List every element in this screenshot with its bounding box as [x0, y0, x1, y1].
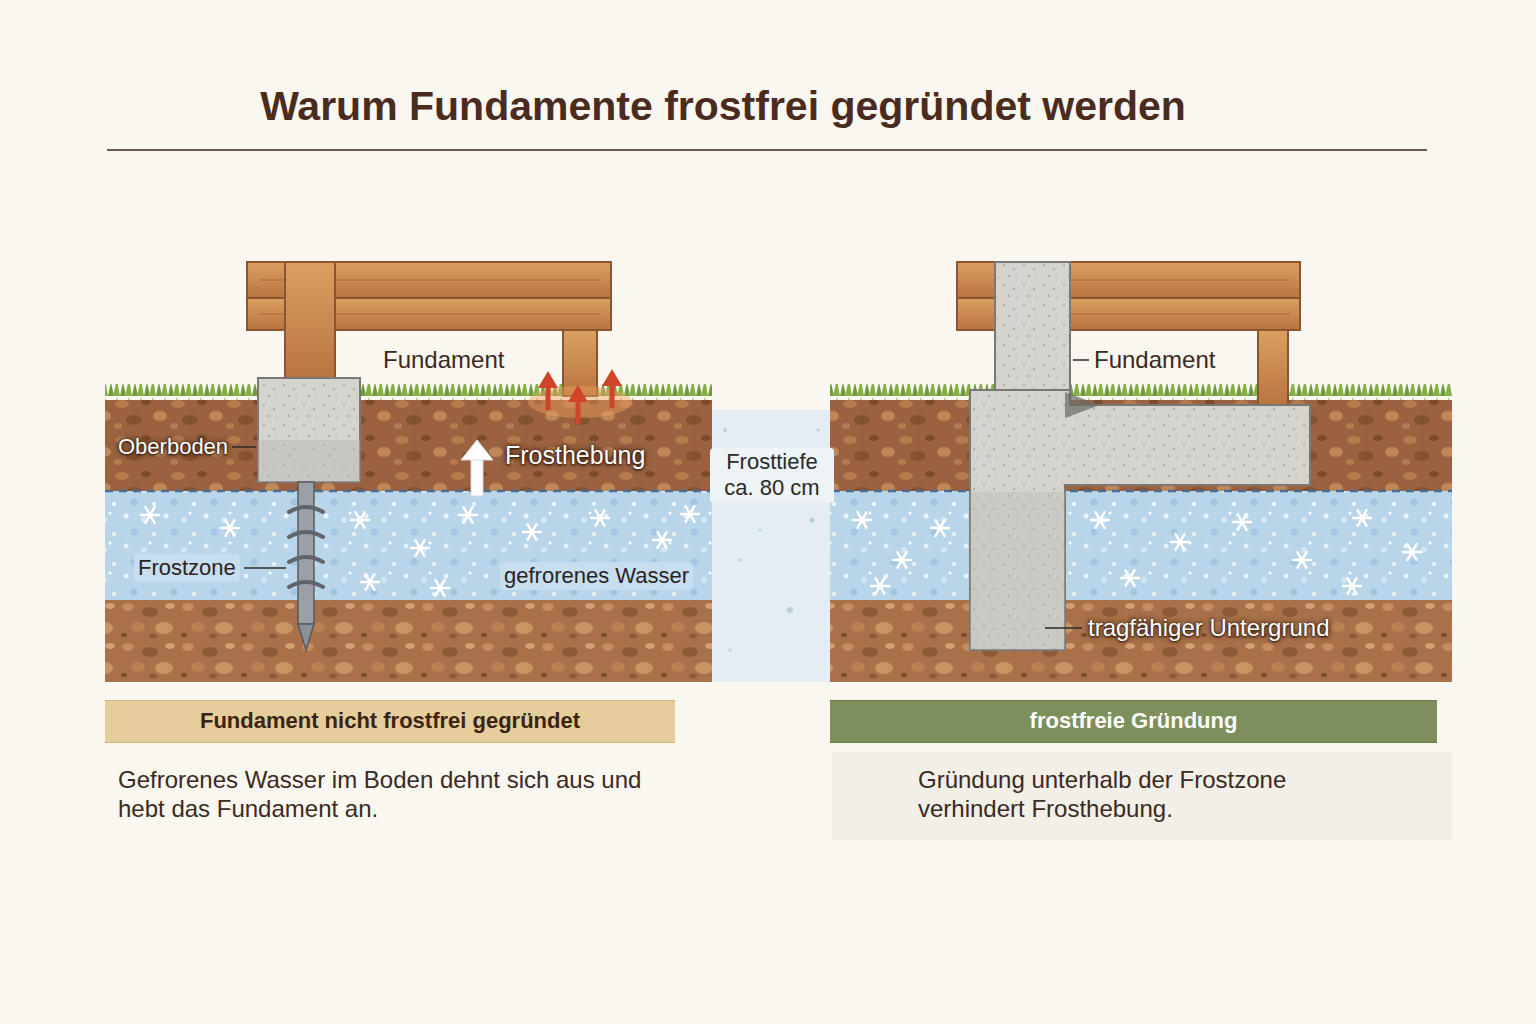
heave-arrows: [538, 371, 558, 388]
leader-lines-left: [244, 567, 286, 569]
heave-arrow-white: [471, 458, 483, 496]
caption-backdrop: [832, 752, 1452, 840]
leader-lines-left: [232, 446, 256, 448]
leader-lines-right: [1073, 359, 1089, 361]
concrete-block-left: [258, 378, 360, 482]
concrete-block-left: [258, 440, 360, 482]
frost-line: [105, 490, 712, 493]
diagram-title: Warum Fundamente frostfrei gegründet wer…: [0, 82, 1446, 131]
frost-depth-strip: [787, 607, 793, 613]
snowflakes: [893, 552, 911, 568]
heave-arrows: [538, 369, 622, 424]
bench-right: [957, 262, 1300, 406]
ground-left: [105, 491, 712, 601]
leader-lines-left: [232, 447, 286, 568]
bench-left: [285, 262, 335, 380]
effect-label: Frosthebung: [505, 440, 645, 470]
layer-label: Frostzone: [134, 554, 240, 582]
heave-arrow-white: [461, 440, 493, 460]
caption-band: Fundament nicht frostfrei gegründet: [105, 700, 675, 743]
ground-screw: [298, 624, 314, 650]
concrete-foundation-right: [1065, 392, 1100, 418]
band-text: Fundament nicht frostfrei gegründet: [200, 708, 580, 734]
leader-lines-right: [1045, 627, 1082, 629]
snowflakes: [681, 506, 699, 522]
ground-right: [830, 384, 1452, 402]
snowflakes: [141, 507, 159, 523]
title-rule: [107, 150, 1427, 151]
heave-arrow-white: [461, 440, 493, 496]
snowflakes: [653, 532, 671, 548]
ground-right: [830, 491, 1452, 601]
bench-right: [1070, 280, 1290, 281]
snowflakes: [1343, 578, 1361, 594]
ground-left: [105, 400, 712, 491]
ground-left: [105, 384, 712, 682]
snowflakes: [361, 574, 379, 590]
snowflakes: [459, 507, 477, 523]
explanation-text: Gründung unterhalb der Frostzone verhind…: [918, 766, 1378, 824]
snowflakes: [591, 510, 609, 526]
frost-line: [832, 490, 1452, 493]
part-label: Fundament: [1094, 346, 1215, 375]
part-label: Fundament: [383, 346, 504, 375]
bench-right: [1070, 314, 1290, 315]
frost-depth-strip: [728, 648, 732, 652]
snowflakes: [1121, 570, 1139, 586]
concrete-foundation-right: [970, 390, 1310, 650]
snowflakes: [1233, 514, 1251, 530]
frost-depth-strip: [759, 529, 762, 532]
concrete-foundation-right: [995, 262, 1070, 392]
ground-screw: [289, 507, 323, 587]
snowflakes: [221, 520, 239, 536]
snowflakes: [871, 578, 889, 594]
snowflakes: [351, 512, 369, 528]
snowflakes: [1353, 510, 1371, 526]
ground-screw: [298, 482, 314, 624]
ground-left: [105, 600, 712, 682]
caption-backdrop: [832, 752, 1452, 840]
frost-depth-strip: [810, 518, 815, 523]
part-label: tragfähiger Untergrund: [1088, 614, 1329, 643]
snowflakes: [1293, 552, 1311, 568]
bench-right: [1258, 330, 1288, 406]
heave-arrows: [602, 369, 622, 386]
ground-right: [830, 600, 1452, 682]
snowflakes: [931, 520, 949, 536]
heave-arrows: [568, 385, 588, 402]
dimension-label: Frosttiefe ca. 80 cm: [710, 448, 834, 503]
caption-band: frostfreie Gründung: [830, 700, 1437, 743]
snowflakes: [1091, 512, 1109, 528]
snowflakes: [431, 580, 449, 596]
band-text: frostfreie Gründung: [1030, 708, 1238, 734]
snowflakes: [141, 506, 1421, 596]
snowflakes: [1171, 534, 1189, 550]
concrete-foundation-right: [970, 492, 1065, 650]
concrete-block-left: [258, 378, 360, 482]
leader-lines-right: [1045, 360, 1089, 628]
layer-label: Oberboden: [118, 434, 228, 460]
snowflakes: [411, 540, 429, 556]
ground-screw: [289, 482, 323, 650]
snowflakes: [853, 512, 871, 528]
snowflakes: [1403, 544, 1421, 560]
frost-depth-strip: [723, 428, 727, 432]
frost-depth-strip: [738, 558, 742, 562]
explanation-text: Gefrorenes Wasser im Boden dehnt sich au…: [118, 766, 648, 824]
concrete-foundation-right: [970, 262, 1310, 650]
bench-left: [247, 262, 611, 396]
title-rule: [107, 149, 1427, 151]
ground-right: [830, 384, 1452, 682]
snowflakes: [523, 524, 541, 540]
frost-depth-strip: [817, 429, 820, 432]
layer-label: gefrorenes Wasser: [500, 562, 693, 590]
